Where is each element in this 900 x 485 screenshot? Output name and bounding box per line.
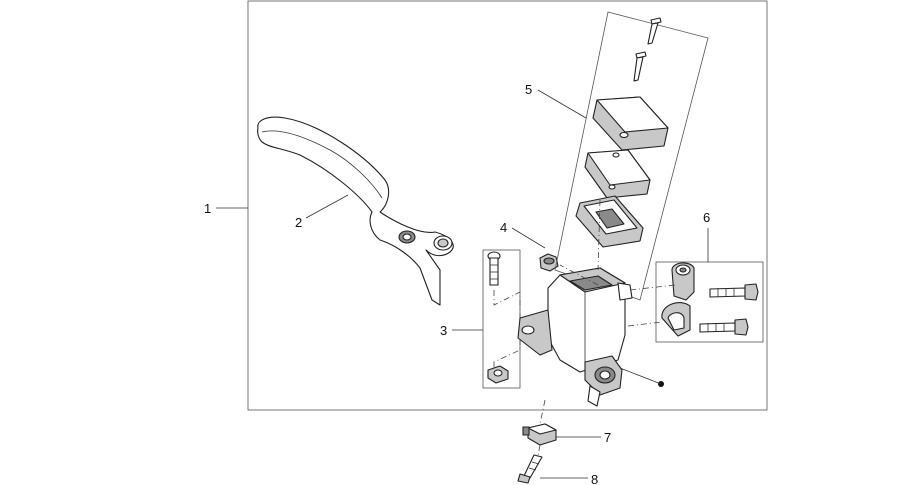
pivot-bolt-group[interactable] <box>482 249 521 389</box>
callout-2-leader <box>305 194 349 219</box>
callout-3[interactable]: 3 <box>440 323 483 338</box>
assembly-frame <box>247 0 768 411</box>
fitting-part[interactable] <box>539 253 559 272</box>
handlebar-clamp-kit[interactable] <box>627 261 764 343</box>
master-cylinder-body[interactable] <box>517 199 633 407</box>
brake-switch[interactable] <box>522 399 557 446</box>
callout-3-label: 3 <box>440 323 447 338</box>
callout-4-label: 4 <box>500 220 507 235</box>
brake-lever[interactable] <box>257 116 454 306</box>
callout-8[interactable]: 8 <box>540 472 598 485</box>
callout-4[interactable]: 4 <box>500 220 546 249</box>
reservoir-cap-kit[interactable] <box>554 11 709 301</box>
callout-5-leader <box>537 89 587 119</box>
callout-5[interactable]: 5 <box>525 82 587 119</box>
callout-6-label: 6 <box>703 210 710 225</box>
callout-6[interactable]: 6 <box>703 210 710 262</box>
callout-7-label: 7 <box>604 430 611 445</box>
reference-leader <box>619 367 662 385</box>
callout-8-label: 8 <box>591 472 598 485</box>
clamp-kit-frame <box>655 261 764 343</box>
callout-4-leader <box>511 227 546 249</box>
callout-1[interactable]: 1 <box>204 201 248 216</box>
callout-5-label: 5 <box>525 82 532 97</box>
callout-2[interactable]: 2 <box>295 194 349 230</box>
callout-1-label: 1 <box>204 201 211 216</box>
callout-7[interactable]: 7 <box>556 430 611 445</box>
callout-2-label: 2 <box>295 215 302 230</box>
switch-screw[interactable] <box>517 444 543 484</box>
reservoir-kit-frame <box>554 11 709 301</box>
